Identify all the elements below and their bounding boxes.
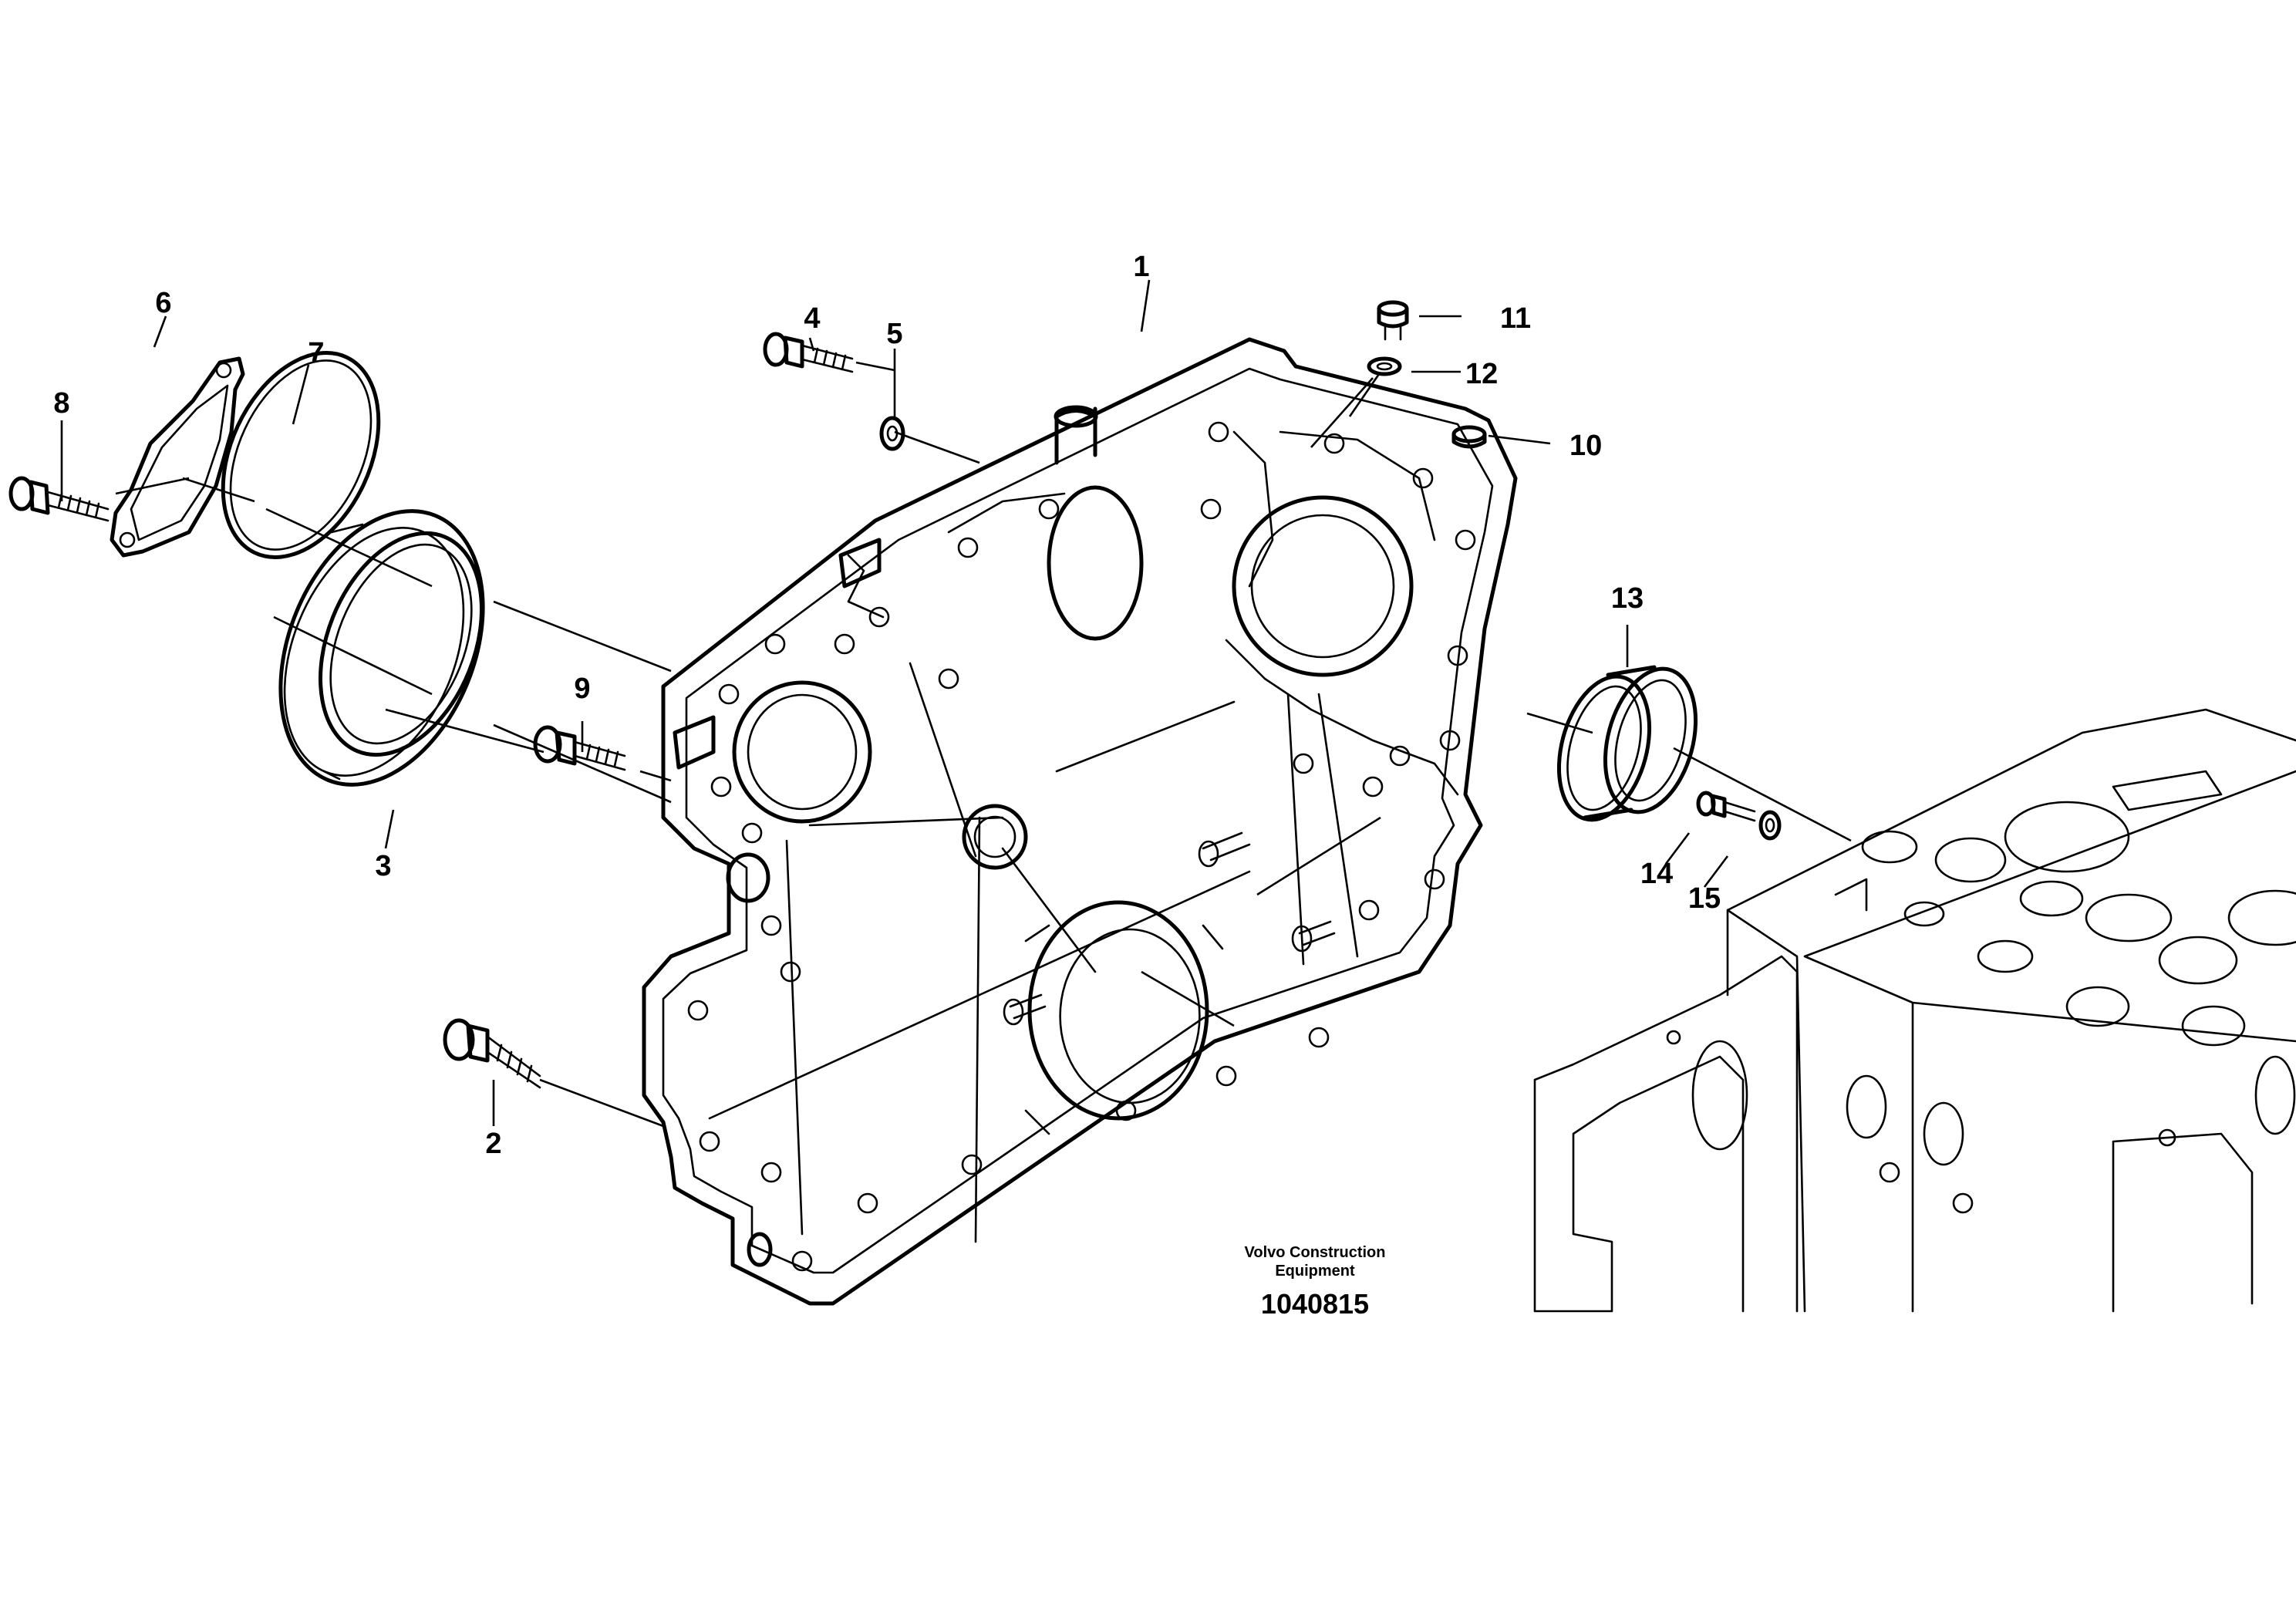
o-ring xyxy=(221,351,381,559)
cover-plate xyxy=(110,356,245,558)
callout-4: 4 xyxy=(804,302,820,335)
washer-12 xyxy=(1367,356,1402,376)
callout-5: 5 xyxy=(886,318,902,350)
flange-screw-4 xyxy=(763,332,854,373)
company-name-line1: Volvo Construction xyxy=(1245,1244,1386,1261)
callout-1: 1 xyxy=(1133,251,1149,283)
callout-12: 12 xyxy=(1465,358,1498,390)
callout-3: 3 xyxy=(375,850,391,882)
drawing-number: 1040815 xyxy=(1261,1288,1369,1320)
callout-7: 7 xyxy=(308,337,324,369)
callout-14: 14 xyxy=(1640,858,1673,890)
leader-lines xyxy=(60,279,1852,1128)
callout-11: 11 xyxy=(1500,302,1531,335)
cap-10 xyxy=(1451,425,1487,449)
engine-block xyxy=(1533,708,2296,1313)
plug-11 xyxy=(1377,300,1409,341)
callout-15: 15 xyxy=(1688,882,1721,915)
flange-screw-9 xyxy=(533,725,626,771)
timing-gear-cover xyxy=(642,337,1518,1306)
callout-2: 2 xyxy=(485,1128,501,1160)
callout-9: 9 xyxy=(574,673,590,705)
washer-15 xyxy=(1758,810,1782,841)
sleeve-13 xyxy=(1556,665,1698,822)
callout-10: 10 xyxy=(1569,430,1602,462)
callout-8: 8 xyxy=(53,387,69,420)
callout-13: 13 xyxy=(1611,582,1644,615)
flange-screw-2 xyxy=(443,1018,541,1089)
sealing-ring xyxy=(278,509,485,787)
drawing-caption: Volvo Construction Equipment 1040815 xyxy=(1245,1244,1386,1320)
callout-6: 6 xyxy=(155,287,171,319)
flange-screw-8 xyxy=(8,476,110,522)
company-name-line2: Equipment xyxy=(1275,1263,1355,1280)
callout-labels: 1 2 3 4 5 6 7 8 9 10 11 12 13 14 15 xyxy=(53,251,1721,1160)
flange-screw-14 xyxy=(1696,791,1756,822)
